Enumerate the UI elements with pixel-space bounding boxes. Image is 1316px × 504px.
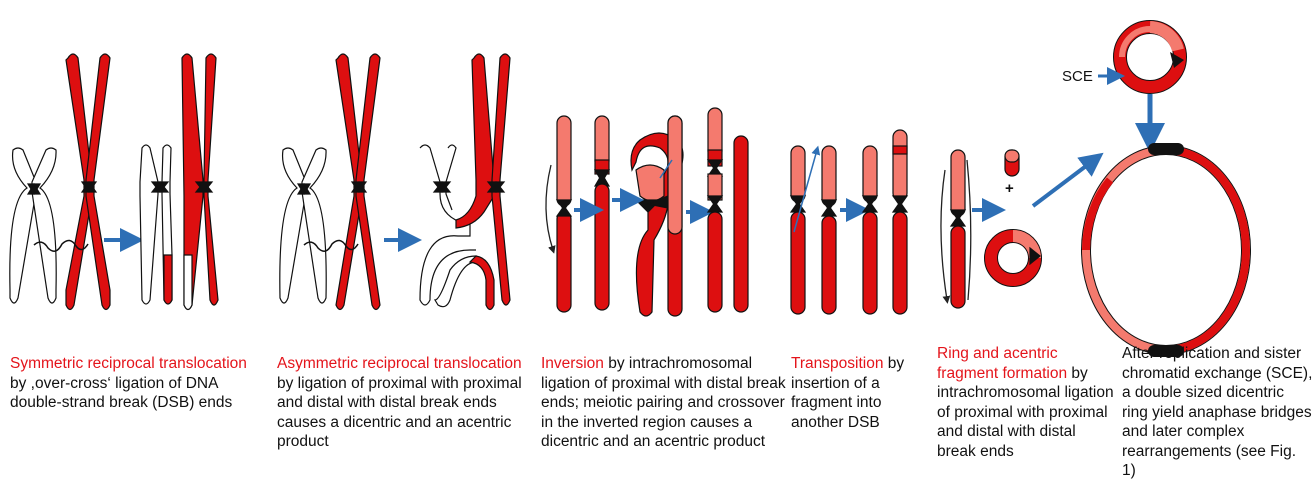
- panel-inversion: [546, 108, 748, 316]
- caption-text: After replication and sister chromatid e…: [1122, 345, 1312, 479]
- caption-ring-formation: Ring and acentric fragment formation by …: [937, 344, 1117, 461]
- panel-ring-formation: [941, 150, 1094, 308]
- panel-dicentric-ring: [1086, 27, 1246, 357]
- caption-inversion: Inversion by intrachromosomal ligation o…: [541, 354, 791, 452]
- caption-dicentric-ring: After replication and sister chromatid e…: [1122, 344, 1314, 481]
- plus-sign: +: [1005, 180, 1014, 197]
- caption-text: by ,over-cross‘ ligation of DNA double-s…: [10, 375, 232, 412]
- panel-transposition: [791, 130, 907, 314]
- caption-asymmetric-translocation: Asymmetric reciprocal translocation by l…: [277, 354, 522, 452]
- sce-label: SCE: [1062, 68, 1093, 85]
- caption-symmetric-translocation: Symmetric reciprocal translocation by ,o…: [10, 354, 260, 413]
- caption-transposition: Transposition by insertion of a fragment…: [791, 354, 931, 432]
- caption-highlight: Asymmetric reciprocal translocation: [277, 355, 522, 372]
- panel-asymmetric-translocation: [280, 54, 510, 310]
- caption-text: by ligation of proximal with proximal an…: [277, 375, 522, 451]
- panel-symmetric-translocation: [10, 54, 218, 310]
- caption-highlight: Symmetric reciprocal translocation: [10, 355, 247, 372]
- caption-highlight: Transposition: [791, 355, 883, 372]
- caption-highlight: Inversion: [541, 355, 604, 372]
- red-chromosome: [66, 54, 110, 310]
- caption-highlight: Ring and acentric fragment formation: [937, 345, 1067, 382]
- white-chromosome: [10, 148, 56, 303]
